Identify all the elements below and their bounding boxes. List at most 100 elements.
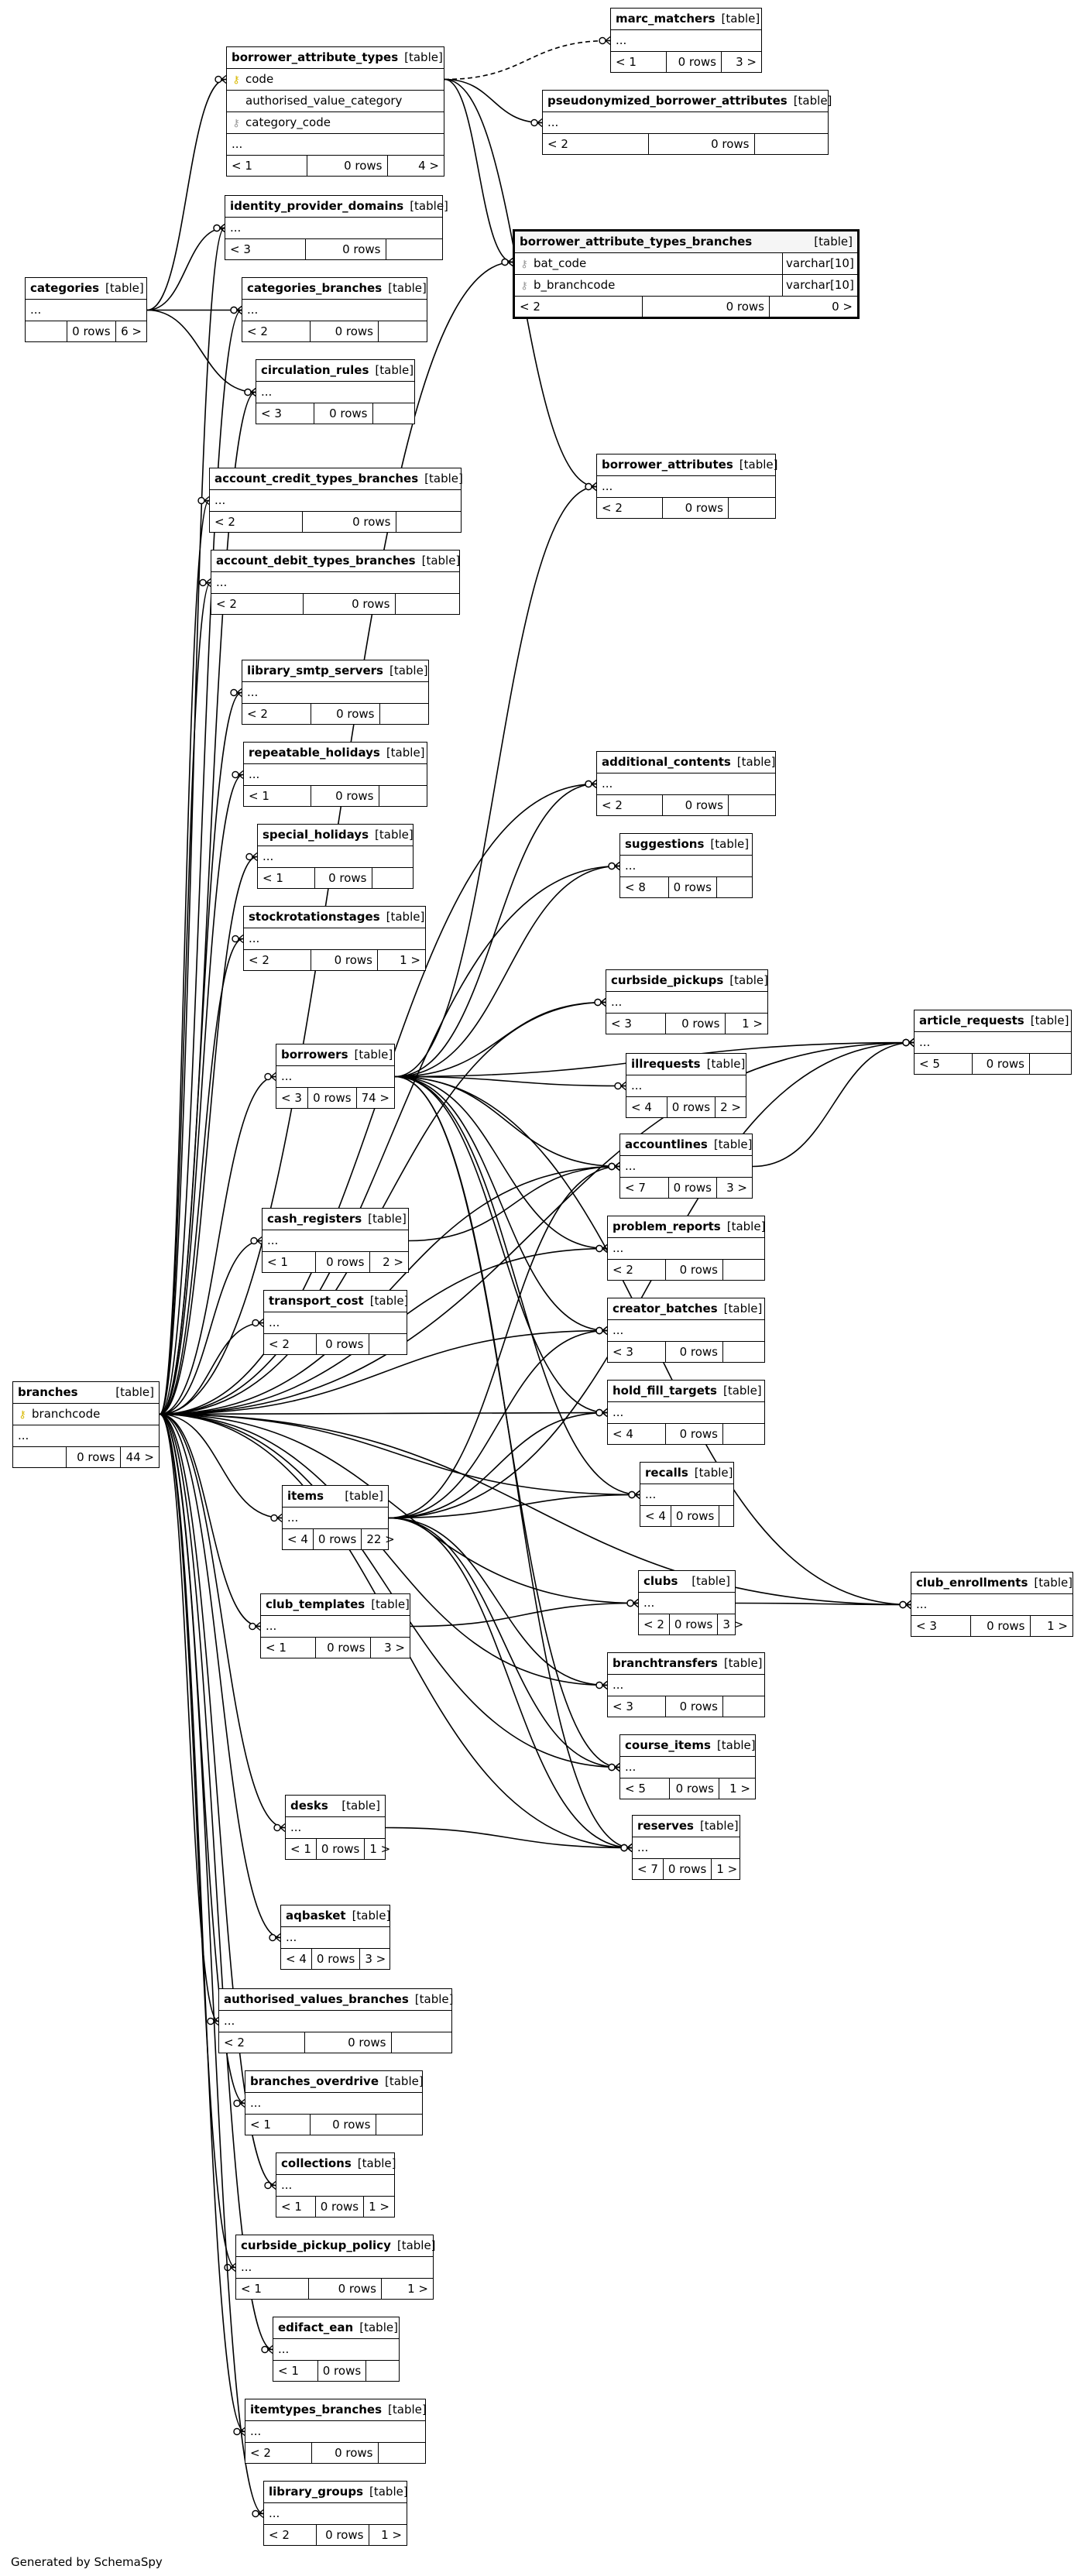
- parents-count[interactable]: < 1: [244, 786, 312, 806]
- parents-count[interactable]: < 1: [273, 2361, 318, 2381]
- children-count[interactable]: [717, 877, 752, 897]
- parents-count[interactable]: < 2: [264, 2525, 317, 2545]
- children-count[interactable]: 44 >: [125, 1450, 154, 1464]
- children-count[interactable]: 0 >: [832, 300, 853, 314]
- children-count[interactable]: [723, 1696, 764, 1717]
- parents-count[interactable]: < 4: [281, 1949, 312, 1969]
- children-count[interactable]: 1 >: [369, 2200, 390, 2214]
- children-count[interactable]: 1 >: [729, 1782, 750, 1796]
- children-count[interactable]: [1030, 1054, 1071, 1074]
- parents-count[interactable]: < 2: [242, 704, 311, 724]
- parents-count[interactable]: < 2: [219, 2032, 306, 2053]
- parents-count[interactable]: < 4: [283, 1529, 314, 1549]
- children-count[interactable]: 1 >: [369, 1842, 391, 1856]
- children-count[interactable]: [396, 594, 460, 614]
- table-borrower-attribute-types-branches[interactable]: borrower_attribute_types_branches[table]…: [513, 229, 860, 319]
- children-count[interactable]: [723, 1260, 764, 1280]
- parents-count[interactable]: [26, 321, 68, 341]
- children-count[interactable]: [379, 786, 427, 806]
- children-count[interactable]: 3 >: [736, 55, 757, 69]
- children-count[interactable]: [755, 134, 829, 154]
- parents-count[interactable]: < 3: [606, 1014, 666, 1034]
- parents-count[interactable]: < 5: [915, 1054, 973, 1074]
- table-pseudonymized-borrower-attributes[interactable]: pseudonymized_borrower_attributes[table]…: [542, 90, 832, 155]
- parents-count[interactable]: < 1: [261, 1638, 316, 1658]
- parents-count[interactable]: < 1: [276, 2197, 316, 2217]
- parents-count[interactable]: < 2: [597, 795, 663, 815]
- parents-count[interactable]: < 7: [620, 1178, 669, 1198]
- children-count[interactable]: 3 >: [726, 1181, 747, 1195]
- parents-count[interactable]: < 1: [227, 156, 307, 176]
- children-count[interactable]: 1 >: [400, 953, 420, 967]
- parents-count[interactable]: < 7: [633, 1859, 664, 1879]
- children-count[interactable]: [380, 704, 429, 724]
- parents-count[interactable]: < 2: [597, 498, 663, 518]
- parents-count[interactable]: < 3: [225, 239, 306, 259]
- children-count[interactable]: 1 >: [407, 2282, 428, 2296]
- children-count[interactable]: [729, 498, 775, 518]
- children-count[interactable]: [723, 1424, 764, 1444]
- children-count[interactable]: [366, 2361, 399, 2381]
- parents-count[interactable]: < 5: [620, 1779, 670, 1799]
- parents-count[interactable]: < 3: [608, 1342, 666, 1362]
- parents-count[interactable]: < 1: [236, 2279, 309, 2299]
- children-count[interactable]: [723, 1342, 764, 1362]
- parents-count[interactable]: < 4: [608, 1424, 666, 1444]
- children-count[interactable]: 3 >: [722, 1617, 744, 1631]
- parents-count[interactable]: < 3: [276, 1088, 309, 1108]
- parents-count[interactable]: < 4: [640, 1506, 671, 1526]
- children-count[interactable]: 4 >: [418, 159, 439, 173]
- parents-count[interactable]: < 3: [608, 1696, 666, 1717]
- children-count[interactable]: [386, 239, 443, 259]
- table-account-credit-types-branches[interactable]: account_credit_types_branches[table]...<…: [209, 468, 463, 533]
- parents-count[interactable]: < 2: [244, 950, 311, 970]
- parents-count[interactable]: < 2: [245, 2443, 312, 2463]
- parents-count[interactable]: < 2: [211, 594, 304, 614]
- parents-count[interactable]: < 2: [242, 321, 311, 341]
- children-count[interactable]: [392, 2032, 452, 2053]
- parents-count[interactable]: < 1: [245, 2115, 311, 2135]
- children-count[interactable]: 1 >: [381, 2528, 402, 2542]
- children-count[interactable]: 6 >: [121, 324, 142, 338]
- parents-count[interactable]: < 3: [256, 403, 315, 424]
- children-count[interactable]: 2 >: [720, 1100, 741, 1114]
- children-count[interactable]: 3 >: [365, 1952, 386, 1966]
- parents-count[interactable]: < 4: [626, 1097, 667, 1117]
- parents-count[interactable]: < 2: [608, 1260, 666, 1280]
- children-count[interactable]: [369, 1334, 407, 1354]
- parents-count[interactable]: < 1: [258, 868, 315, 888]
- children-count[interactable]: [729, 795, 775, 815]
- children-count[interactable]: [379, 2443, 426, 2463]
- children-count[interactable]: [372, 868, 414, 888]
- parents-count[interactable]: [13, 1447, 67, 1467]
- children-count[interactable]: [719, 1506, 733, 1526]
